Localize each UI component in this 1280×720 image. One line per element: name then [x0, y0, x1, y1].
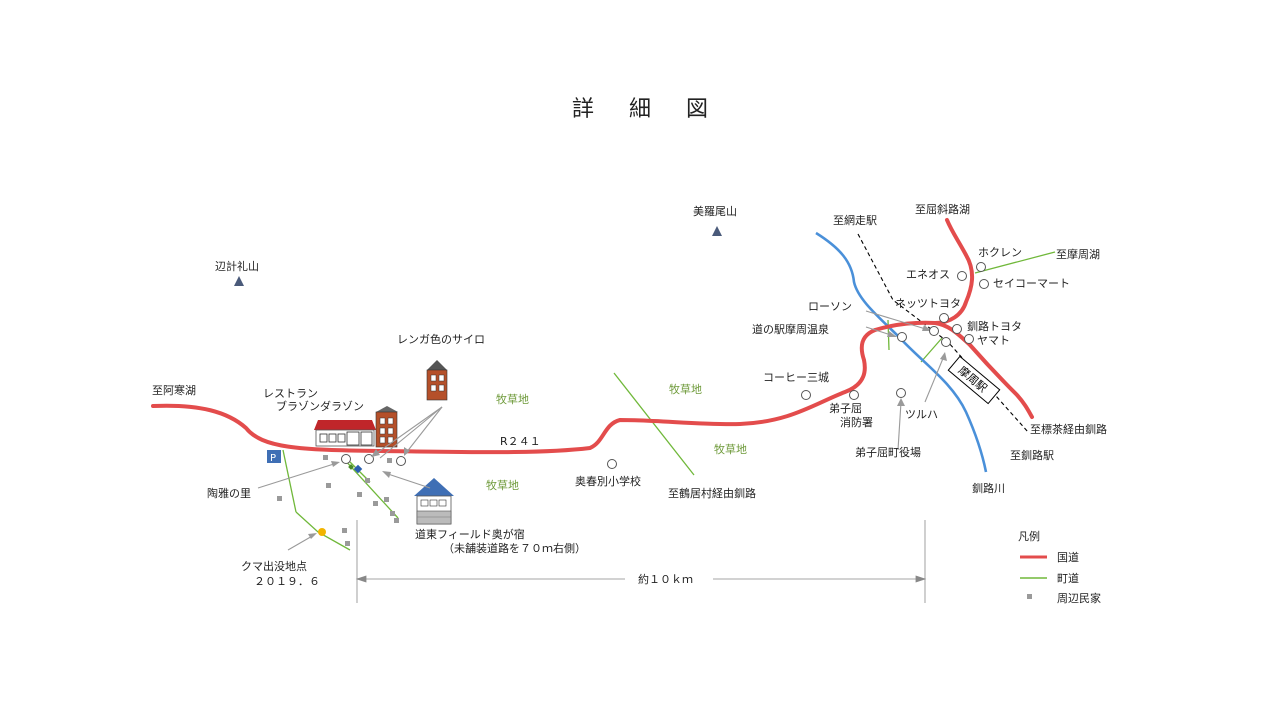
village-poi-circles	[341, 454, 617, 469]
mountain-icon	[234, 276, 244, 286]
dest-tsurui-label: 至鶴居村経由釧路	[668, 486, 756, 500]
inn-label-line2: （未舗装道路を７０ｍ右側）	[443, 541, 586, 555]
kushiro-river	[815, 231, 988, 473]
silo-icon	[426, 360, 448, 401]
surrounding-houses	[277, 455, 399, 546]
legend-title: 凡例	[1018, 529, 1040, 543]
fire-station-label-line2: 消防署	[840, 415, 873, 429]
town-office-label: 弟子屈町役場	[855, 445, 921, 459]
parking-letter: P	[270, 453, 276, 464]
legend-national-road-label: 国道	[1057, 550, 1079, 564]
inn-building-icon	[414, 478, 454, 525]
michinoeki-label: 道の駅摩周温泉	[752, 322, 829, 336]
mountain-pekerebetsu-label: 辺計礼山	[215, 259, 259, 273]
kushiro-river-label: 釧路川	[972, 481, 1005, 495]
netz-toyota-label: ネッツトヨタ	[895, 297, 961, 310]
tsuruha-label: ツルハ	[905, 408, 938, 421]
restaurant-label-line2: ブラゾンダラゾン	[276, 399, 364, 413]
kushiro-toyota-label: 釧路トヨタ	[967, 319, 1022, 333]
pasture-label: 牧草地	[496, 392, 529, 406]
legend: 凡例 国道 町道 周辺民家	[1018, 529, 1101, 605]
bear-label-line2: ２０１９．６	[254, 575, 320, 588]
dest-akan-label: 至阿寒湖	[152, 383, 196, 397]
coffee-label: コーヒー三城	[763, 371, 829, 384]
dest-shibecha-label: 至標茶経由釧路	[1030, 422, 1107, 436]
bear-sighting-icon	[318, 528, 326, 536]
dest-abashiri-label: 至網走駅	[833, 213, 877, 227]
hokuren-label: ホクレン	[978, 246, 1022, 259]
dest-mashu-label: 至摩周湖	[1056, 247, 1100, 261]
school-label: 奥春別小学校	[575, 474, 641, 488]
silo-label: レンガ色のサイロ	[397, 332, 485, 346]
lawson-label: ローソン	[808, 300, 852, 313]
restaurant-label-line1: レストラン	[263, 387, 318, 400]
pasture-label: 牧草地	[714, 442, 747, 456]
map-title: 詳 細 図	[572, 97, 722, 122]
pasture-label: 牧草地	[486, 478, 519, 492]
seicomart-label: セイコーマート	[993, 277, 1070, 290]
legend-houses-label: 周辺民家	[1057, 591, 1101, 605]
mountain-icon	[712, 226, 722, 236]
dest-kushiro-station-label: 至釧路駅	[1010, 448, 1054, 462]
distance-label: 約１０ｋｍ	[638, 572, 693, 586]
inn-label-line1: 道東フィールド奥が宿	[415, 527, 525, 541]
road-r241-label: R２４１	[500, 435, 541, 448]
pointer-arrowheads	[308, 325, 947, 539]
mountain-biraoyama-label: 美羅尾山	[693, 205, 737, 218]
blue-marker-icon	[353, 464, 363, 474]
eneos-label: エネオス	[906, 268, 950, 281]
restaurant-building-icon	[314, 406, 398, 448]
legend-town-road-label: 町道	[1057, 571, 1079, 585]
pasture-label: 牧草地	[669, 382, 702, 396]
distance-scale	[355, 520, 927, 603]
national-road-r241	[151, 218, 974, 455]
yamato-label: ヤマト	[977, 334, 1010, 347]
dest-kussharo-label: 至屈斜路湖	[915, 203, 970, 216]
fire-station-label-line1: 弟子屈	[829, 402, 862, 415]
parking-icon	[267, 450, 281, 463]
bear-label-line1: クマ出没地点	[241, 559, 307, 573]
green-marker-icon	[348, 464, 354, 470]
teshikaga-poi-circles	[801, 262, 989, 400]
touga-label: 陶雅の里	[207, 486, 251, 500]
